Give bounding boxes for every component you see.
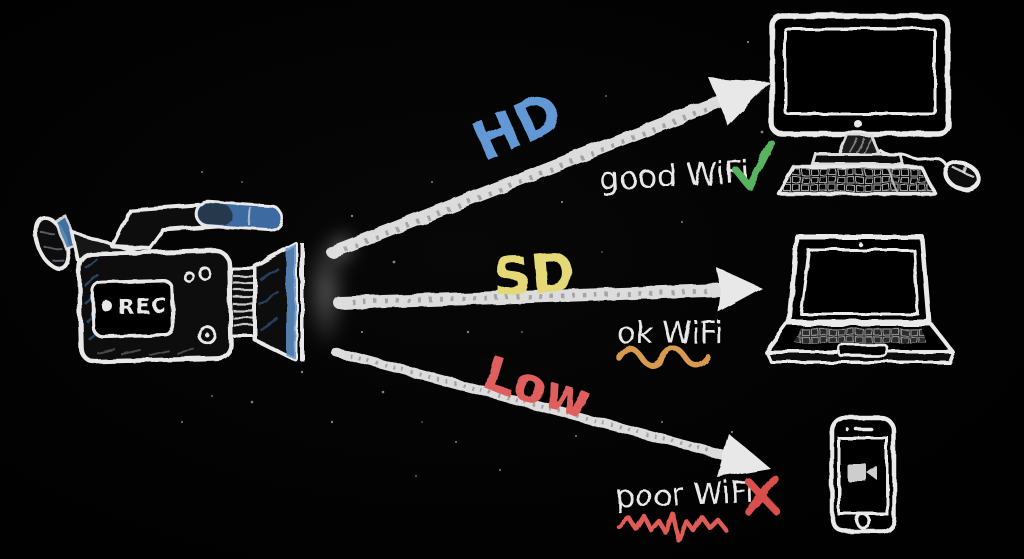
sd-arrow-shaft	[333, 283, 729, 310]
camera-lens-mount	[229, 266, 257, 338]
hd-arrow-head	[709, 78, 770, 126]
monitor-stand	[836, 133, 882, 156]
monitor-screen	[783, 27, 937, 116]
sd-arrow-head	[716, 267, 762, 312]
stand-hatching	[848, 137, 872, 154]
monitor-chin-button	[854, 120, 862, 128]
laptop	[764, 234, 955, 364]
phone-home-button	[855, 513, 871, 529]
phone-front-camera	[845, 427, 849, 431]
camera-viewfinder	[33, 215, 80, 271]
stream-hd: HD good WiFi	[326, 78, 775, 259]
cross-icon	[744, 475, 780, 516]
wavy-underline-icon	[616, 346, 711, 368]
camera-dial	[197, 325, 217, 345]
mouse-cable	[878, 148, 949, 168]
hd-wifi-label: good WiFi	[599, 154, 751, 198]
video-camera: REC	[33, 200, 304, 364]
camera-lens	[253, 242, 304, 362]
camera-rec-screen	[90, 279, 176, 339]
monitor-base	[810, 152, 906, 166]
low-arrow-head	[717, 434, 770, 477]
stream-low: Low poor WiFi	[331, 345, 780, 544]
rec-label: REC	[118, 294, 169, 319]
trackpad	[837, 343, 889, 358]
check-icon	[732, 139, 775, 190]
camera-dial-center	[204, 332, 210, 337]
video-call-icon	[847, 464, 877, 481]
sd-quality-label: SD	[491, 242, 578, 310]
zigzag-line-icon	[616, 510, 729, 544]
laptop-screen	[799, 248, 920, 316]
laptop-keyboard	[795, 328, 927, 343]
desktop-computer	[769, 13, 981, 196]
sd-wifi-label: ok WiFi	[617, 316, 723, 351]
low-quality-label: Low	[477, 345, 597, 430]
camera-microphone	[194, 200, 284, 232]
camera-button	[183, 271, 196, 283]
keyboard	[777, 165, 938, 196]
low-wifi-label: poor WiFi	[615, 475, 755, 515]
smartphone	[829, 415, 897, 534]
rec-indicator-dot	[101, 300, 113, 312]
camera-button	[198, 266, 212, 281]
webcam-dot	[857, 241, 863, 247]
low-arrow-shaft	[331, 347, 731, 461]
mouse	[878, 148, 981, 192]
stream-sd: SD ok WiFi	[333, 242, 762, 368]
